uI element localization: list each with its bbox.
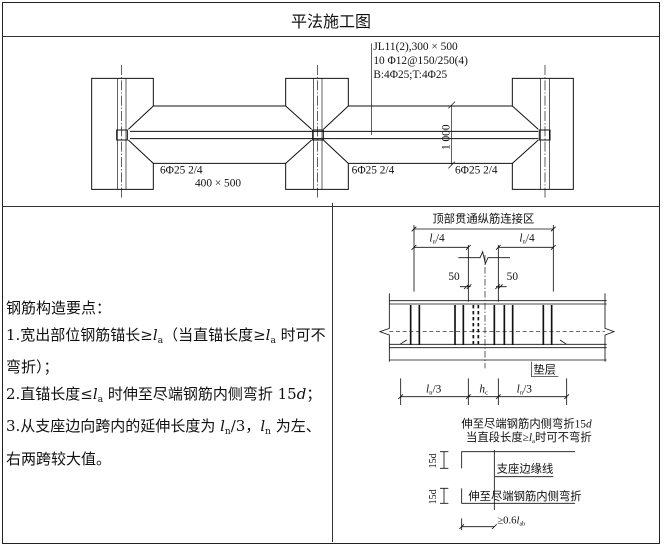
plan-drawing: JL11(2),300 × 500 10 Φ12@150/250(4) B:4Φ… [91,41,574,199]
fraction: /3 [523,383,532,395]
width-dim: 1 000 [440,124,452,150]
note-text: 当直段长度≥ [466,430,529,444]
subscript: a [532,438,535,445]
note-item-2: 2.直锚长度≤la 时伸至尽端钢筋内侧弯折 15d； [6,381,328,414]
header-title: 平法施工图 [290,11,371,31]
dimension-lines [398,225,570,405]
note-text: 2.直锚长度≤ [6,384,93,403]
stirrups [409,305,553,345]
table-header: 平法施工图 [3,3,659,37]
subscript: n [432,239,436,246]
bars-right: 6Φ25 2/4 [455,164,498,176]
note-text: 1.宽出部位钢筋锚长≥ [6,325,153,344]
cushion-box [531,361,559,377]
dim-50-right: 50 [507,271,519,283]
hook-details [440,450,575,530]
cushion-label: 垫层 [533,362,556,376]
symbol-d: d [296,384,307,403]
rebar-notes: 钢筋构造要点： 1.宽出部位钢筋锚长≥la（当直锚长度≥la 时可不弯折）； 2… [6,295,328,472]
bend-label: 伸至尽端钢筋内侧弯折 [468,489,581,503]
subscript: c [485,389,488,396]
subscript: a [157,335,164,346]
foundation-outline [91,77,574,190]
note-text: 时可不弯折）； [6,325,326,377]
symbol-l: l [92,384,98,403]
dim-15d-bottom: 15d [428,489,439,504]
note-text: ≥0.6 [497,515,517,526]
symbol-l: l [429,233,432,245]
notes-title: 钢筋构造要点： [6,299,112,317]
bend-note: 伸至尽端钢筋内侧弯折15d [461,417,592,431]
beam-label: JL11(2),300 × 500 [373,41,458,53]
subscript: n [429,389,433,396]
symbol-l: l [260,417,266,435]
ln3-left: ln/3 [426,383,442,396]
symbol-l: l [517,383,520,395]
subscript: a [270,335,276,346]
symbol-l: l [426,383,429,395]
subscript: n [224,427,231,437]
symbol-l: l [265,325,271,344]
column-divider [332,203,333,542]
symbol-l: l [220,417,225,435]
edge-line-label: 支座边缘线 [497,462,554,476]
hc-label: hc [479,383,488,396]
symbol-l: l [517,515,520,526]
dim-15d-top: 15d [428,453,439,468]
fraction: /3 [432,383,441,395]
note-text: 时可不弯折 [535,430,592,444]
note-item-1: 1.宽出部位钢筋锚长≥la（当直锚长度≥la 时可不弯折）； [6,322,328,381]
bars-left: 6Φ25 2/4 [160,164,203,176]
note-text: 为左、右两跨较大值。 [6,417,321,468]
fraction: /4 [526,233,535,245]
subscript: n [522,239,526,246]
note-item-3: 3.从支座边向跨内的延伸长度为 ln/3，ln 为左、右两跨较大值。 [6,413,328,472]
note-text: 时伸至尽端钢筋内侧弯折 15 [103,384,297,403]
min-length-label: ≥0.6lab [497,515,525,527]
ln4-left: ln/4 [429,233,445,246]
straight-note: 当直段长度≥la时可不弯折 [466,430,592,445]
ln3-right: ln/3 [517,383,533,396]
stirrup-label: 10 Φ12@150/250(4) [373,55,468,67]
note-text: （当直锚长度≥ [163,325,266,344]
beam-section [378,293,616,362]
long-bars-label: B:4Φ25;T:4Φ25 [373,69,447,81]
note-text: ； [306,384,322,403]
symbol-d: d [586,419,592,431]
width-dim-line [448,101,456,169]
plan-row [3,36,659,207]
beam-strip [130,130,539,140]
diagonal-haunches [127,105,539,164]
column-joints [116,129,551,141]
subscript: n [265,427,271,437]
dim-50-left: 50 [448,271,460,283]
note-text: 伸至尽端钢筋内侧弯折15 [461,417,586,431]
column-break [458,250,510,265]
size-left: 400 × 500 [195,178,241,190]
detail-drawing: 顶部贯通纵筋连接区 ln/4 ln/4 50 50 垫层 ln/3 hc ln/… [378,211,616,530]
symbol-h: h [479,383,485,395]
zone-title: 顶部贯通纵筋连接区 [432,211,534,225]
column-lines [117,65,550,199]
symbol-l: l [152,325,158,344]
symbol-l: l [519,233,522,245]
note-text: /3， [230,417,261,435]
ln4-right: ln/4 [519,233,535,246]
subscript: a [97,394,104,405]
subscript: n [520,389,524,396]
symbol-l: l [529,432,532,444]
note-text: 3.从支座边向跨内的延伸长度为 [6,417,221,435]
fraction: /4 [436,233,445,245]
bars-mid: 6Φ25 2/4 [352,164,395,176]
subscript: ab [519,521,525,527]
